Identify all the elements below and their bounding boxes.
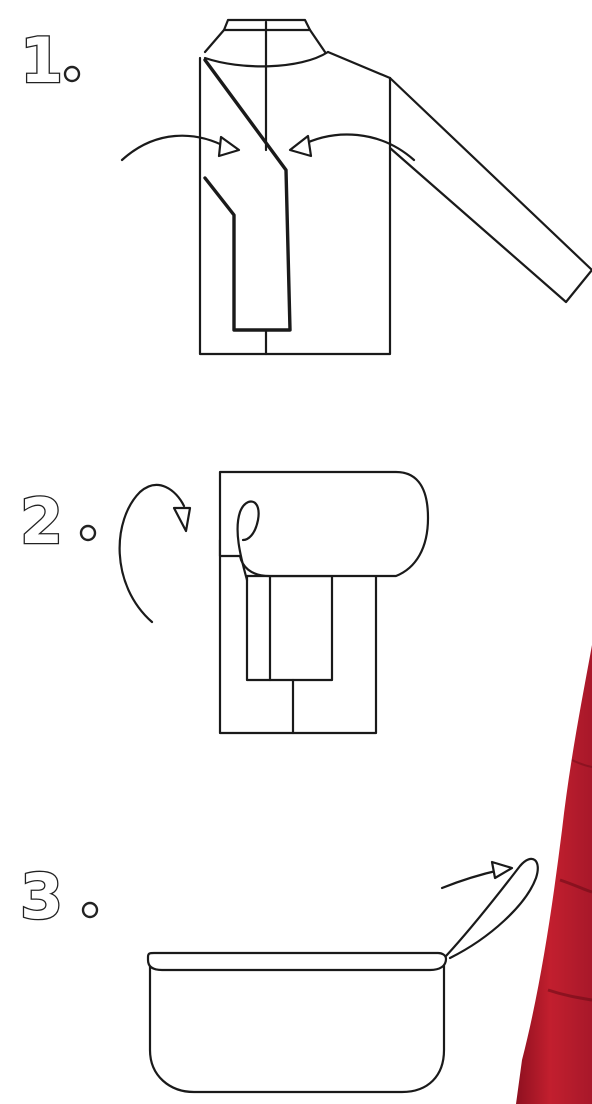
step-2-jacket-illustration <box>120 472 428 733</box>
svg-text:1: 1 <box>20 24 63 97</box>
svg-text:3: 3 <box>20 860 63 933</box>
step-1-number: 1 <box>20 24 79 97</box>
step-1-jacket-illustration <box>122 20 592 354</box>
step-3-number: 3 <box>20 860 97 933</box>
svg-text:2: 2 <box>20 485 63 558</box>
step-2: 2 <box>20 472 428 733</box>
step-2-number: 2 <box>20 485 95 558</box>
step-3-jacket-illustration <box>148 859 538 1092</box>
step-3: 3 <box>20 859 538 1092</box>
step-1: 1 <box>20 20 592 354</box>
red-jacket-photo <box>516 645 592 1104</box>
